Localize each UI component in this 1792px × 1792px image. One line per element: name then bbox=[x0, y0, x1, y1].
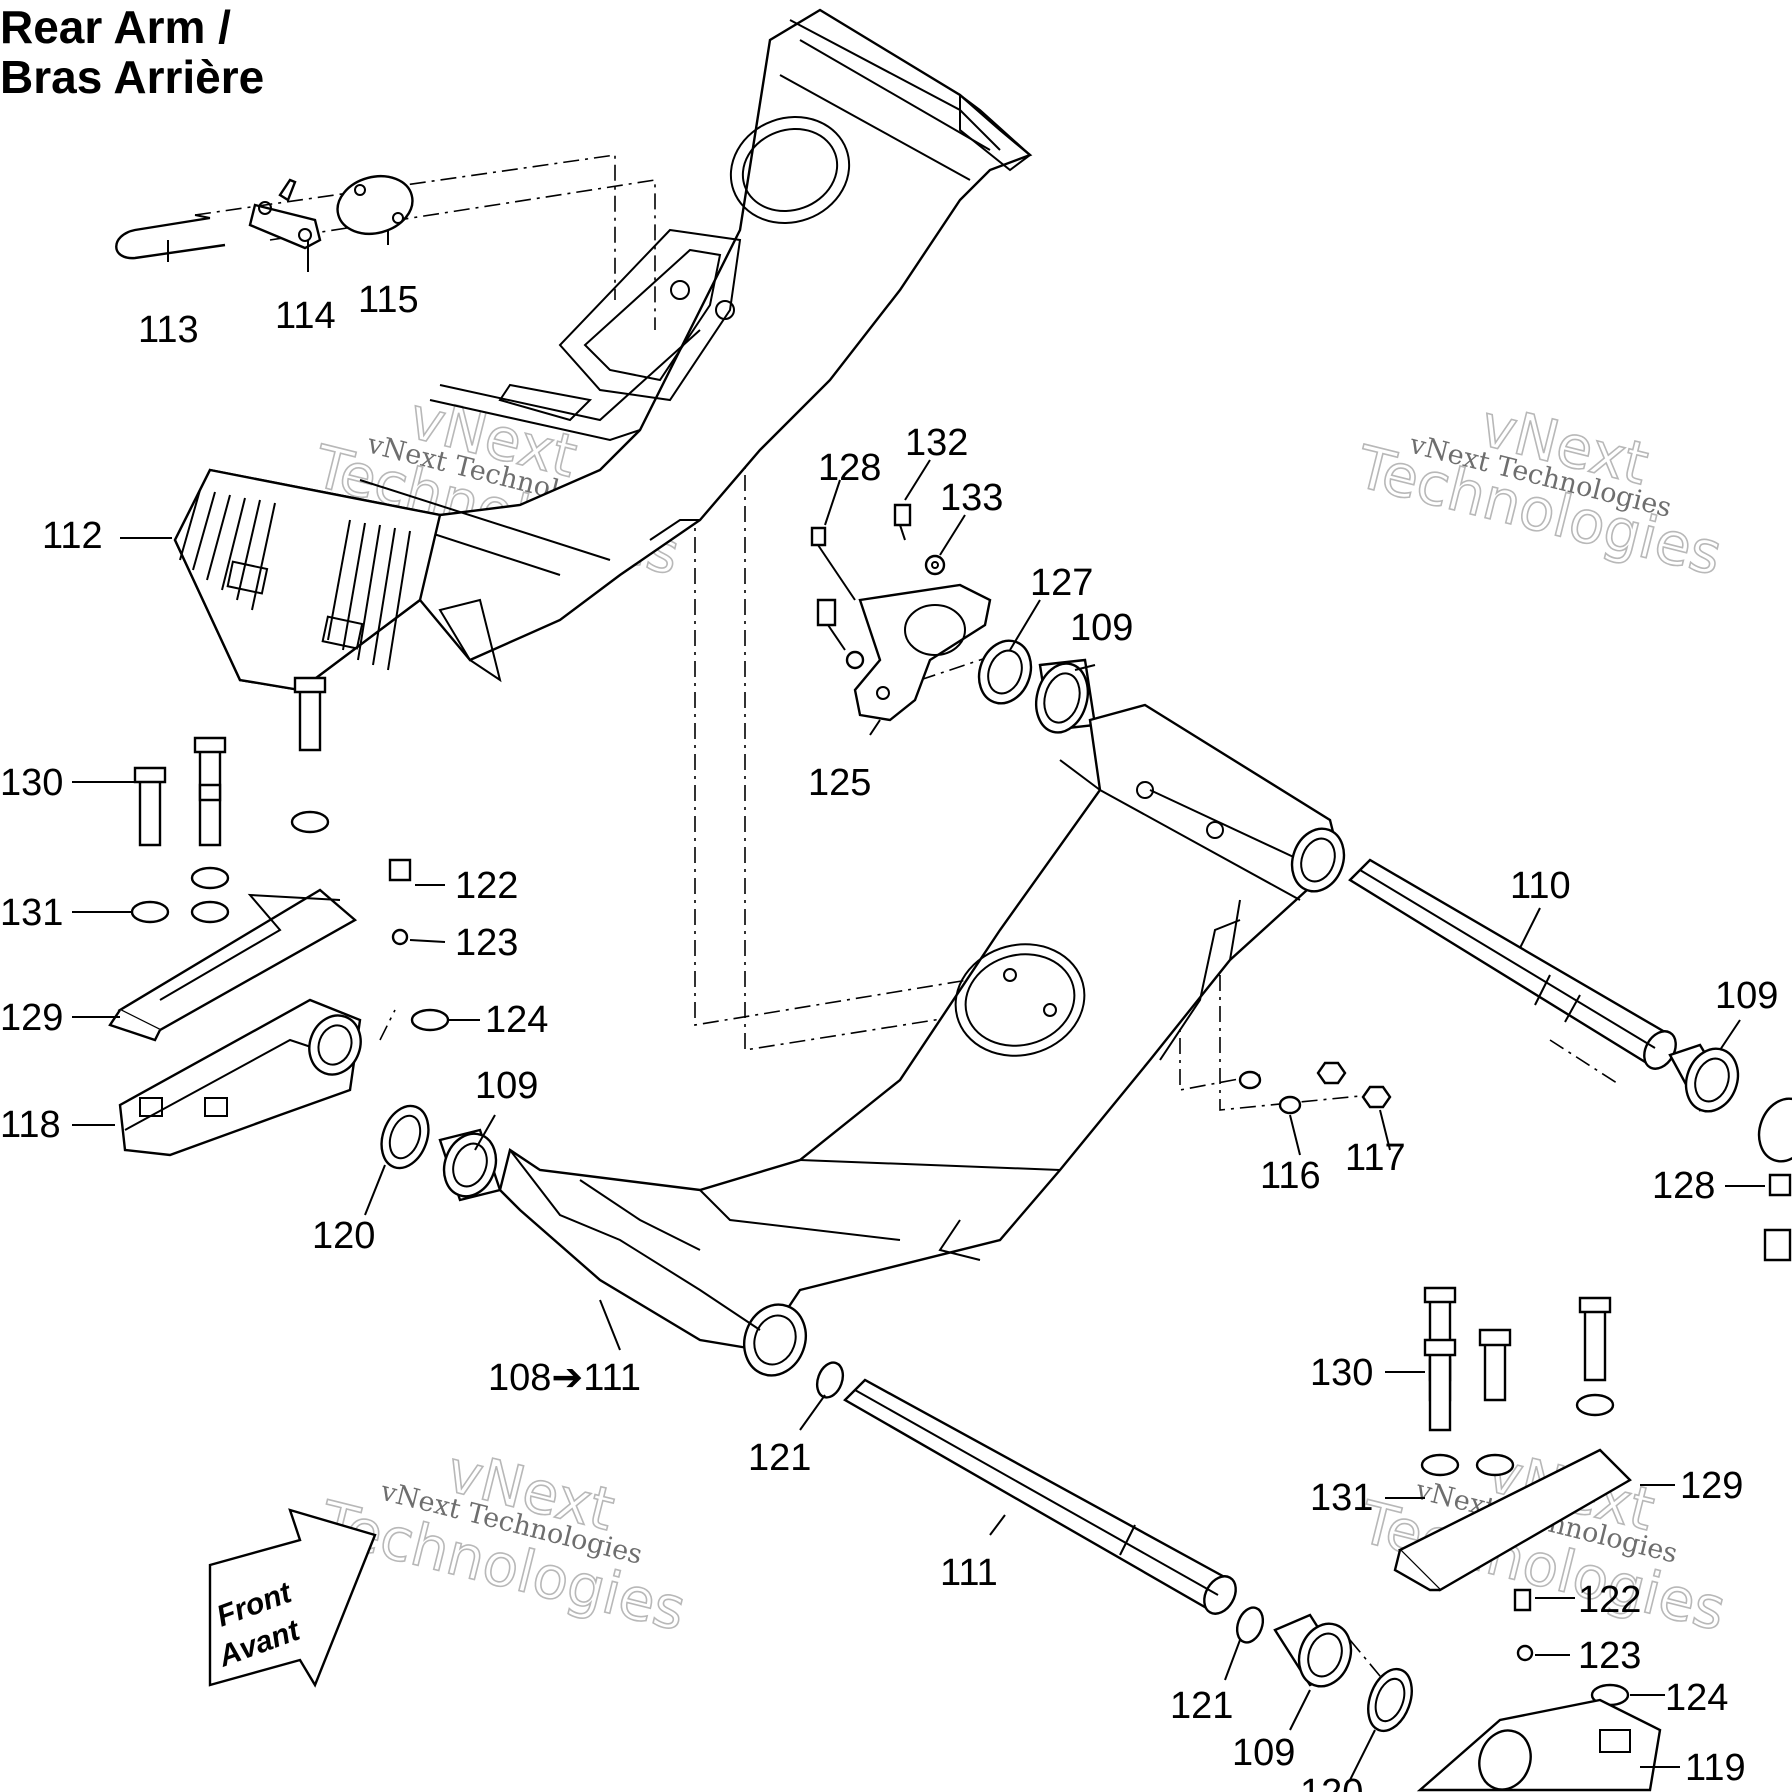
callout-125: 125 bbox=[808, 762, 871, 804]
callout-109-left: 109 bbox=[475, 1065, 538, 1107]
bolts-right-edge bbox=[1763, 1173, 1792, 1262]
bolt-132 bbox=[893, 503, 912, 541]
left-mount-assembly bbox=[108, 676, 450, 1042]
ring-121-lower-left bbox=[815, 1361, 845, 1399]
callout-119: 119 bbox=[1685, 1747, 1746, 1789]
ring-right-edge bbox=[1757, 1097, 1792, 1163]
ring-127 bbox=[977, 639, 1033, 705]
ring-120-left bbox=[380, 1104, 430, 1170]
plate-115 bbox=[336, 175, 414, 235]
callout-127: 127 bbox=[1030, 562, 1093, 604]
rear-arm-cover-112 bbox=[173, 8, 1033, 692]
callout-114: 114 bbox=[275, 295, 336, 337]
ring-121-lower-right bbox=[1235, 1606, 1265, 1644]
front-arrow-icon: Front Avant bbox=[208, 1508, 377, 1688]
assembly-lines bbox=[194, 154, 1621, 1701]
bolt-128-top bbox=[810, 526, 856, 601]
watermark-top-right: vNext Technologies vNext Technologies bbox=[1349, 390, 1730, 589]
callout-108: 108➔111 bbox=[488, 1357, 641, 1399]
callout-128-right: 128 bbox=[1652, 1165, 1715, 1207]
callout-129-right: 129 bbox=[1680, 1465, 1743, 1507]
callout-131-right: 131 bbox=[1310, 1477, 1373, 1519]
callout-128: 128 bbox=[818, 447, 881, 489]
bushing-109-top bbox=[1035, 658, 1097, 734]
callout-122-right: 122 bbox=[1578, 1579, 1641, 1621]
swing-arm-108 bbox=[498, 703, 1346, 1377]
nut-117 bbox=[1316, 1061, 1392, 1109]
leader-lines bbox=[72, 230, 1765, 1781]
callout-109: 109 bbox=[1070, 607, 1133, 649]
callout-115: 115 bbox=[358, 279, 419, 321]
callout-133: 133 bbox=[940, 477, 1003, 519]
callout-129: 129 bbox=[0, 997, 63, 1039]
callout-labels: 113 114 115 112 128 132 133 127 109 125 … bbox=[0, 279, 1778, 1792]
diagram-title: Rear Arm / Bras Arrière bbox=[0, 2, 264, 102]
callout-121-right: 121 bbox=[1170, 1685, 1233, 1727]
mount-119 bbox=[1416, 1698, 1662, 1792]
callout-116: 116 bbox=[1260, 1155, 1321, 1197]
callout-124: 124 bbox=[485, 999, 548, 1041]
clamp-125 bbox=[853, 583, 992, 722]
callout-123: 123 bbox=[455, 922, 518, 964]
callout-111: 111 bbox=[940, 1552, 998, 1594]
callout-117: 117 bbox=[1345, 1137, 1406, 1179]
bushing-109-right bbox=[1668, 1043, 1740, 1113]
callout-132: 132 bbox=[905, 422, 968, 464]
callout-112: 112 bbox=[42, 515, 103, 557]
washer-116 bbox=[1238, 1070, 1302, 1115]
callout-120: 120 bbox=[312, 1215, 375, 1257]
callout-124-right: 124 bbox=[1665, 1677, 1728, 1719]
callout-113: 113 bbox=[138, 309, 199, 351]
callout-131: 131 bbox=[0, 892, 63, 934]
callout-109-lower: 109 bbox=[1232, 1732, 1295, 1774]
bushing-109-left bbox=[438, 1128, 502, 1202]
u-bolt-113 bbox=[115, 214, 226, 260]
callout-120-lower: 120 bbox=[1300, 1772, 1363, 1792]
callout-130: 130 bbox=[0, 762, 63, 804]
watermark-bottom-center: vNext Technologies vNext Technologies bbox=[312, 1436, 693, 1645]
washer-133 bbox=[924, 554, 946, 576]
callout-121: 121 bbox=[748, 1437, 811, 1479]
mount-118 bbox=[118, 998, 362, 1157]
callout-118: 118 bbox=[0, 1104, 61, 1146]
callout-122: 122 bbox=[455, 865, 518, 907]
title-line-2: Bras Arrière bbox=[0, 51, 265, 103]
callout-109-right: 109 bbox=[1715, 975, 1778, 1017]
bracket-114 bbox=[248, 178, 322, 250]
watermark-bottom-right: vNext Technologies vNext Technologies bbox=[1352, 1436, 1733, 1645]
title-line-1: Rear Arm / bbox=[0, 1, 231, 53]
shaft-110 bbox=[1348, 858, 1677, 1070]
bushing-109-lower bbox=[1273, 1613, 1353, 1688]
callout-123-right: 123 bbox=[1578, 1635, 1641, 1677]
pad-ribs bbox=[179, 489, 411, 671]
callout-110: 110 bbox=[1510, 865, 1571, 907]
shaft-111 bbox=[843, 1378, 1237, 1615]
bolt-lower-clamp bbox=[816, 598, 865, 670]
callout-130-right: 130 bbox=[1310, 1352, 1373, 1394]
ring-120-lower bbox=[1367, 1667, 1413, 1733]
